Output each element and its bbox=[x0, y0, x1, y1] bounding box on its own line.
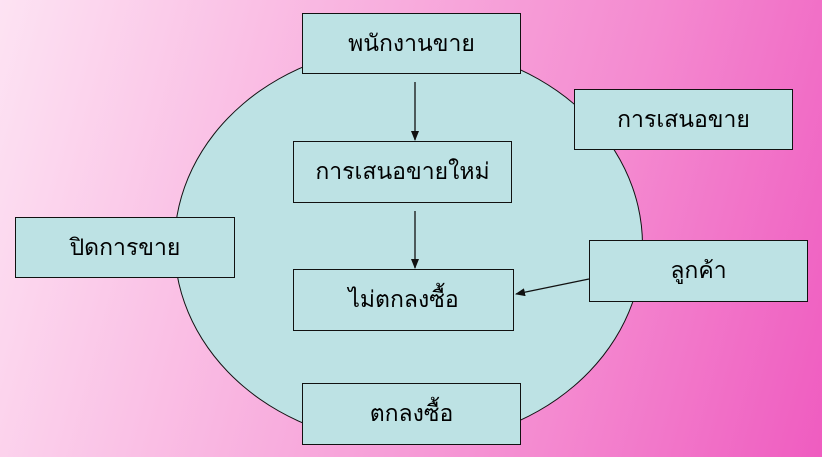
node-sales-offer: การเสนอขาย bbox=[574, 89, 793, 150]
node-close-sale-label: ปิดการขาย bbox=[69, 234, 181, 261]
cycle-circle bbox=[174, 45, 643, 445]
node-salesperson-label: พนักงานขาย bbox=[348, 30, 475, 57]
node-salesperson: พนักงานขาย bbox=[302, 13, 521, 74]
node-sales-offer-label: การเสนอขาย bbox=[617, 106, 750, 133]
node-customer: ลูกค้า bbox=[589, 240, 808, 302]
node-no-purchase-label: ไม่ตกลงซื้อ bbox=[348, 287, 459, 313]
node-customer-label: ลูกค้า bbox=[670, 258, 727, 284]
node-new-offer: การเสนอขายใหม่ bbox=[293, 141, 512, 203]
node-close-sale: ปิดการขาย bbox=[15, 217, 235, 278]
node-new-offer-label: การเสนอขายใหม่ bbox=[315, 159, 490, 185]
node-agree-purchase: ตกลงซื้อ bbox=[302, 383, 521, 445]
node-no-purchase: ไม่ตกลงซื้อ bbox=[293, 269, 514, 331]
node-agree-purchase-label: ตกลงซื้อ bbox=[369, 401, 454, 427]
